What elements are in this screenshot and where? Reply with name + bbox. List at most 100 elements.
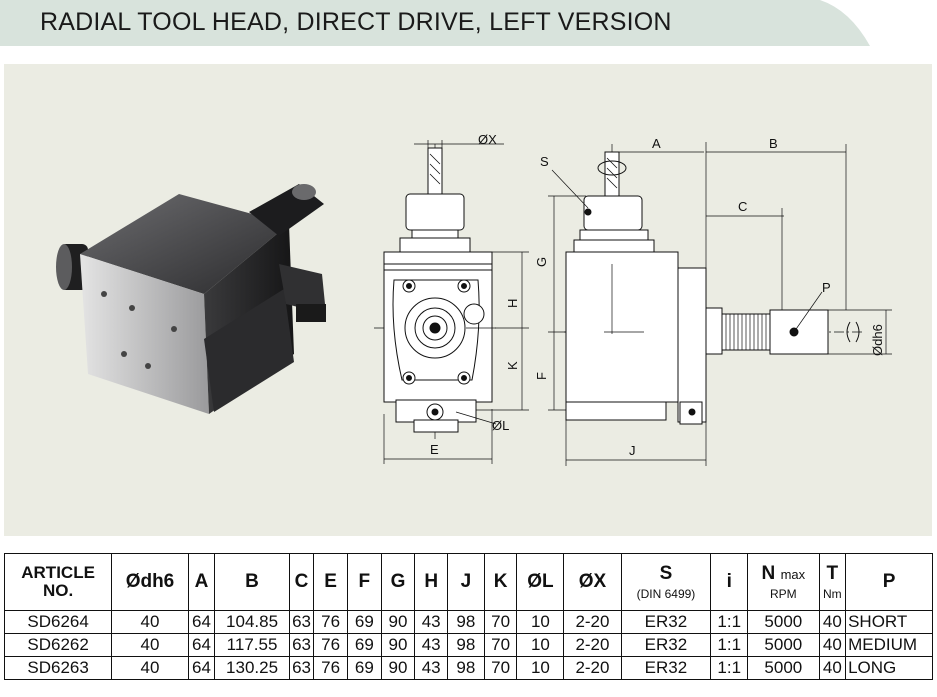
dim-label-j: J: [629, 443, 636, 458]
col-header-s: S(DIN 6499): [620, 553, 712, 611]
cell-e: 76: [313, 656, 348, 680]
col-header-a: A: [187, 553, 216, 611]
col-header-n-unit: RPM: [770, 587, 797, 601]
col-header-b: B: [214, 553, 290, 611]
cell-ol: 10: [516, 610, 565, 634]
col-header-k: K: [483, 553, 518, 611]
cell-odh6: 40: [111, 610, 189, 634]
cell-b: 117.55: [214, 633, 290, 657]
col-header-f: F: [346, 553, 382, 611]
col-header-e: E: [313, 553, 348, 611]
col-header-g: G: [380, 553, 416, 611]
cell-s: ER32: [620, 633, 712, 657]
cell-b: 104.85: [214, 610, 290, 634]
col-header-p: P: [845, 553, 933, 611]
cell-a: 64: [187, 656, 216, 680]
cell-g: 90: [380, 633, 416, 657]
cell-c: 63: [288, 656, 315, 680]
cell-a: 64: [187, 610, 216, 634]
dim-label-ol: ØL: [492, 418, 509, 433]
cell-h: 43: [414, 610, 449, 634]
front-view: [374, 140, 529, 464]
col-header-h: H: [414, 553, 449, 611]
cell-g: 90: [380, 610, 416, 634]
cell-ox: 2-20: [563, 610, 622, 634]
dim-label-odh6: Ødh6: [870, 324, 885, 356]
cell-s: ER32: [620, 610, 712, 634]
cell-n: 5000: [747, 656, 820, 680]
cell-k: 70: [483, 656, 518, 680]
cell-ox: 2-20: [563, 656, 622, 680]
dim-label-ox: ØX: [478, 132, 497, 147]
dim-label-c: C: [738, 199, 747, 214]
cell-article: SD6264: [3, 610, 113, 634]
cell-ol: 10: [516, 656, 565, 680]
dim-label-p: P: [822, 280, 831, 295]
table-row: SD6262 40 64 117.55 63 76 69 90 43 98 70…: [3, 633, 933, 657]
cell-odh6: 40: [111, 656, 189, 680]
cell-k: 70: [483, 633, 518, 657]
title-band-shape: [0, 0, 870, 46]
cell-e: 76: [313, 610, 348, 634]
cell-ol: 10: [516, 633, 565, 657]
cell-i: 1:1: [710, 633, 749, 657]
title-band: RADIAL TOOL HEAD, DIRECT DRIVE, LEFT VER…: [0, 0, 870, 46]
cell-p: MEDIUM: [845, 633, 933, 657]
cell-c: 63: [288, 610, 315, 634]
table-row: SD6263 40 64 130.25 63 76 69 90 43 98 70…: [3, 656, 933, 680]
cell-g: 90: [380, 656, 416, 680]
cell-f: 69: [346, 633, 382, 657]
cell-f: 69: [346, 610, 382, 634]
cell-article: SD6262: [3, 633, 113, 657]
cell-t: 40: [818, 610, 847, 634]
product-photo: [56, 184, 326, 414]
cell-h: 43: [414, 656, 449, 680]
cell-j: 98: [447, 656, 485, 680]
cell-c: 63: [288, 633, 315, 657]
figure-panel: ØX A B C S G H K F P Ødh6 ØL E J: [4, 64, 932, 536]
technical-drawing: ØX A B C S G H K F P Ødh6 ØL E J: [56, 132, 892, 466]
col-header-odh6: Ødh6: [111, 553, 189, 611]
dimension-labels: ØX A B C S G H K F P Ødh6 ØL E J: [430, 132, 885, 458]
cell-i: 1:1: [710, 610, 749, 634]
cell-i: 1:1: [710, 656, 749, 680]
cell-t: 40: [818, 633, 847, 657]
cell-ox: 2-20: [563, 633, 622, 657]
dim-label-f: F: [534, 372, 549, 380]
table-row: SD6264 40 64 104.85 63 76 69 90 43 98 70…: [3, 610, 933, 634]
dim-label-e: E: [430, 442, 439, 457]
col-header-i: i: [710, 553, 749, 611]
col-header-ol: ØL: [516, 553, 565, 611]
cell-s: ER32: [620, 656, 712, 680]
cell-e: 76: [313, 633, 348, 657]
cell-h: 43: [414, 633, 449, 657]
col-header-t-unit: Nm: [822, 587, 842, 601]
col-header-s-sub: (DIN 6499): [636, 587, 696, 601]
cell-j: 98: [447, 610, 485, 634]
page-title: RADIAL TOOL HEAD, DIRECT DRIVE, LEFT VER…: [40, 8, 672, 36]
cell-b: 130.25: [214, 656, 290, 680]
cell-n: 5000: [747, 610, 820, 634]
side-view: [548, 142, 892, 466]
col-header-j: J: [447, 553, 485, 611]
cell-p: LONG: [845, 656, 933, 680]
dim-label-s: S: [540, 154, 549, 169]
col-header-c: C: [288, 553, 315, 611]
dim-label-g: G: [534, 257, 549, 267]
dim-label-k: K: [505, 361, 520, 370]
cell-p: SHORT: [845, 610, 933, 634]
dim-label-h: H: [505, 299, 520, 308]
col-header-ox: ØX: [563, 553, 622, 611]
cell-odh6: 40: [111, 633, 189, 657]
cell-k: 70: [483, 610, 518, 634]
cell-article: SD6263: [3, 656, 113, 680]
cell-n: 5000: [747, 633, 820, 657]
cell-t: 40: [818, 656, 847, 680]
cell-f: 69: [346, 656, 382, 680]
dim-label-b: B: [769, 136, 778, 151]
